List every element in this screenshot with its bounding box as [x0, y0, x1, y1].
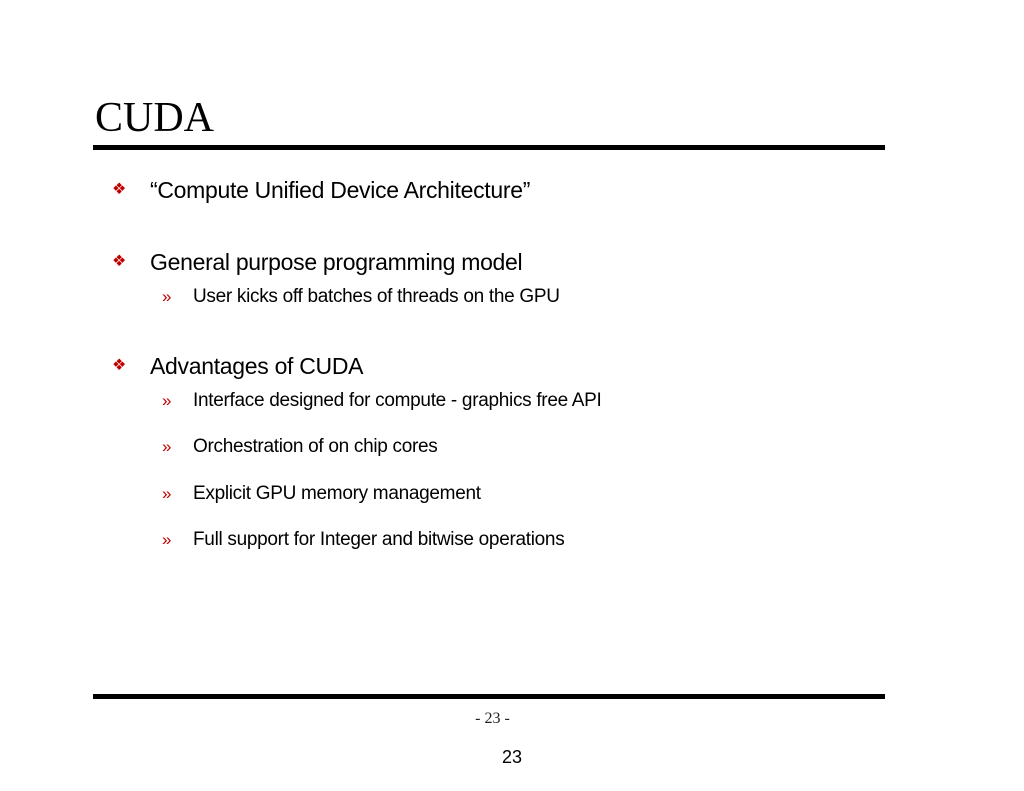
chevron-bullet-icon: »	[162, 437, 172, 456]
sub-bullet-text: Interface designed for compute - graphic…	[193, 390, 602, 411]
title-divider	[93, 145, 885, 150]
sub-bullet-text: Full support for Integer and bitwise ope…	[193, 529, 565, 550]
sub-bullet-text: User kicks off batches of threads on the…	[193, 286, 560, 307]
sub-bullet-text: Explicit GPU memory management	[193, 483, 481, 504]
bullet-text: General purpose programming model	[150, 249, 523, 275]
diamond-bullet-icon: ❖	[112, 357, 127, 374]
slide-number: 23	[501, 747, 523, 767]
sub-bullet-text: Orchestration of on chip cores	[193, 436, 438, 457]
chevron-bullet-icon: »	[162, 484, 172, 503]
slide-title: CUDA	[95, 95, 215, 141]
chevron-bullet-icon: »	[162, 530, 172, 549]
footer-divider	[93, 694, 885, 699]
bullet-text: Advantages of CUDA	[150, 353, 364, 379]
footer-page-label: - 23 -	[475, 710, 510, 727]
bullet-text: “Compute Unified Device Architecture”	[150, 177, 531, 203]
diamond-bullet-icon: ❖	[112, 181, 127, 198]
chevron-bullet-icon: »	[162, 287, 172, 306]
chevron-bullet-icon: »	[162, 391, 172, 410]
diamond-bullet-icon: ❖	[112, 253, 127, 270]
